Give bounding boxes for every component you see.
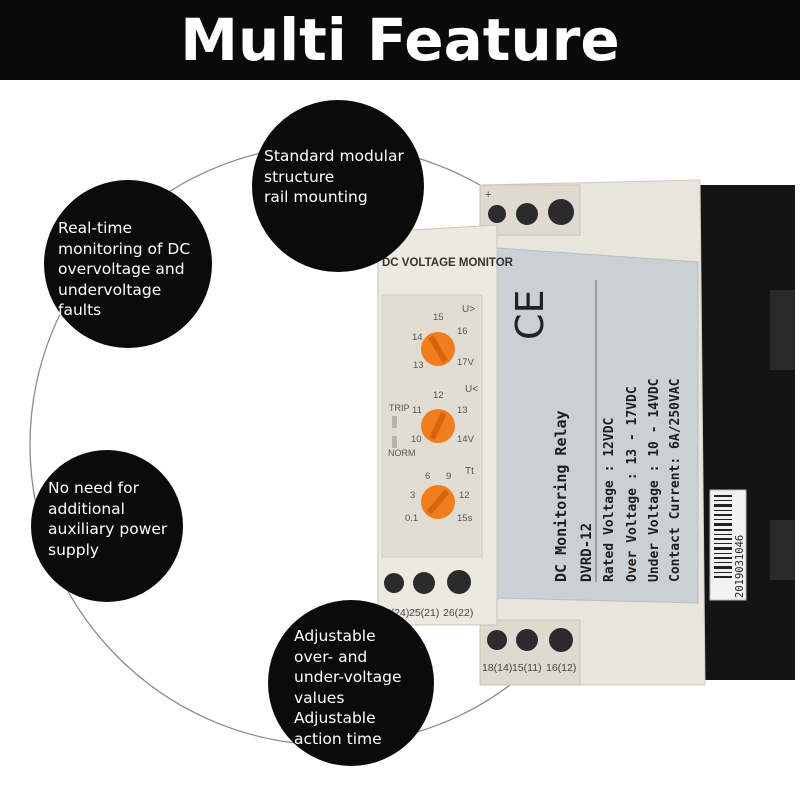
svg-text:12: 12	[459, 490, 470, 501]
svg-text:11: 11	[412, 405, 422, 416]
label-line-6: Contact Current: 6A/250VAC	[668, 379, 683, 583]
label-line-3: Rated Voltage : 12VDC	[602, 418, 617, 582]
svg-text:3: 3	[410, 490, 415, 501]
feature-bubble-monitoring: Real-time monitoring of DC overvoltage a…	[44, 180, 212, 348]
barcode	[714, 495, 732, 578]
svg-text:15: 15	[433, 312, 444, 323]
label-line-4: Over Voltage : 13 - 17VDC	[625, 386, 640, 582]
svg-text:13: 13	[413, 360, 424, 371]
ce-mark: CE	[508, 289, 552, 340]
lower-terminal-label-2: 25(21)	[409, 607, 439, 619]
norm-label: NORM	[388, 448, 416, 458]
front-title: DC VOLTAGE MONITOR	[382, 257, 514, 269]
trip-led	[392, 416, 397, 428]
label-line-1: DC Monitoring Relay	[552, 410, 570, 582]
feature-text-power: No need for additional auxiliary power s…	[48, 479, 168, 559]
svg-text:16: 16	[457, 326, 468, 337]
svg-text:Tt: Tt	[465, 466, 474, 477]
svg-text:17V: 17V	[457, 357, 475, 368]
bottom-terminal-label-3: 16(12)	[546, 662, 576, 674]
trip-label: TRIP	[389, 403, 410, 413]
svg-text:10: 10	[411, 434, 422, 445]
svg-text:6: 6	[425, 471, 430, 482]
feature-bubble-power: No need for additional auxiliary power s…	[31, 450, 183, 602]
svg-text:U<: U<	[465, 384, 478, 395]
label-line-5: Under Voltage : 10 - 14VDC	[647, 379, 662, 583]
feature-text-modular: Standard modular structure rail mounting	[264, 147, 404, 206]
label-line-2: DVRD-12	[579, 523, 595, 582]
feature-text-adjustable: Adjustable over- and under-voltage value…	[294, 627, 402, 748]
feature-bubble-adjustable: Adjustable over- and under-voltage value…	[268, 600, 434, 766]
barcode-sticker	[709, 489, 747, 601]
svg-text:14: 14	[412, 332, 423, 343]
bottom-terminal-label-1: 18(14)	[482, 662, 512, 674]
svg-text:9: 9	[446, 471, 451, 482]
svg-text:U>: U>	[462, 304, 475, 315]
serial-number: 2019031046	[734, 535, 746, 598]
norm-led	[392, 436, 397, 448]
svg-text:13: 13	[457, 405, 468, 416]
top-plus-label: +	[485, 189, 491, 201]
svg-text:0.1: 0.1	[405, 513, 418, 524]
svg-text:15s: 15s	[457, 513, 473, 524]
feature-bubble-modular: Standard modular structure rail mounting	[252, 100, 424, 272]
lower-terminal-label-3: 26(22)	[443, 607, 473, 619]
device-side-panel	[700, 185, 795, 680]
bottom-terminal-label-2: 15(11)	[512, 662, 542, 674]
svg-text:12: 12	[433, 390, 444, 401]
svg-text:14V: 14V	[457, 434, 475, 445]
banner-title: Multi Feature	[0, 0, 800, 80]
feature-text-monitoring: Real-time monitoring of DC overvoltage a…	[58, 219, 191, 319]
